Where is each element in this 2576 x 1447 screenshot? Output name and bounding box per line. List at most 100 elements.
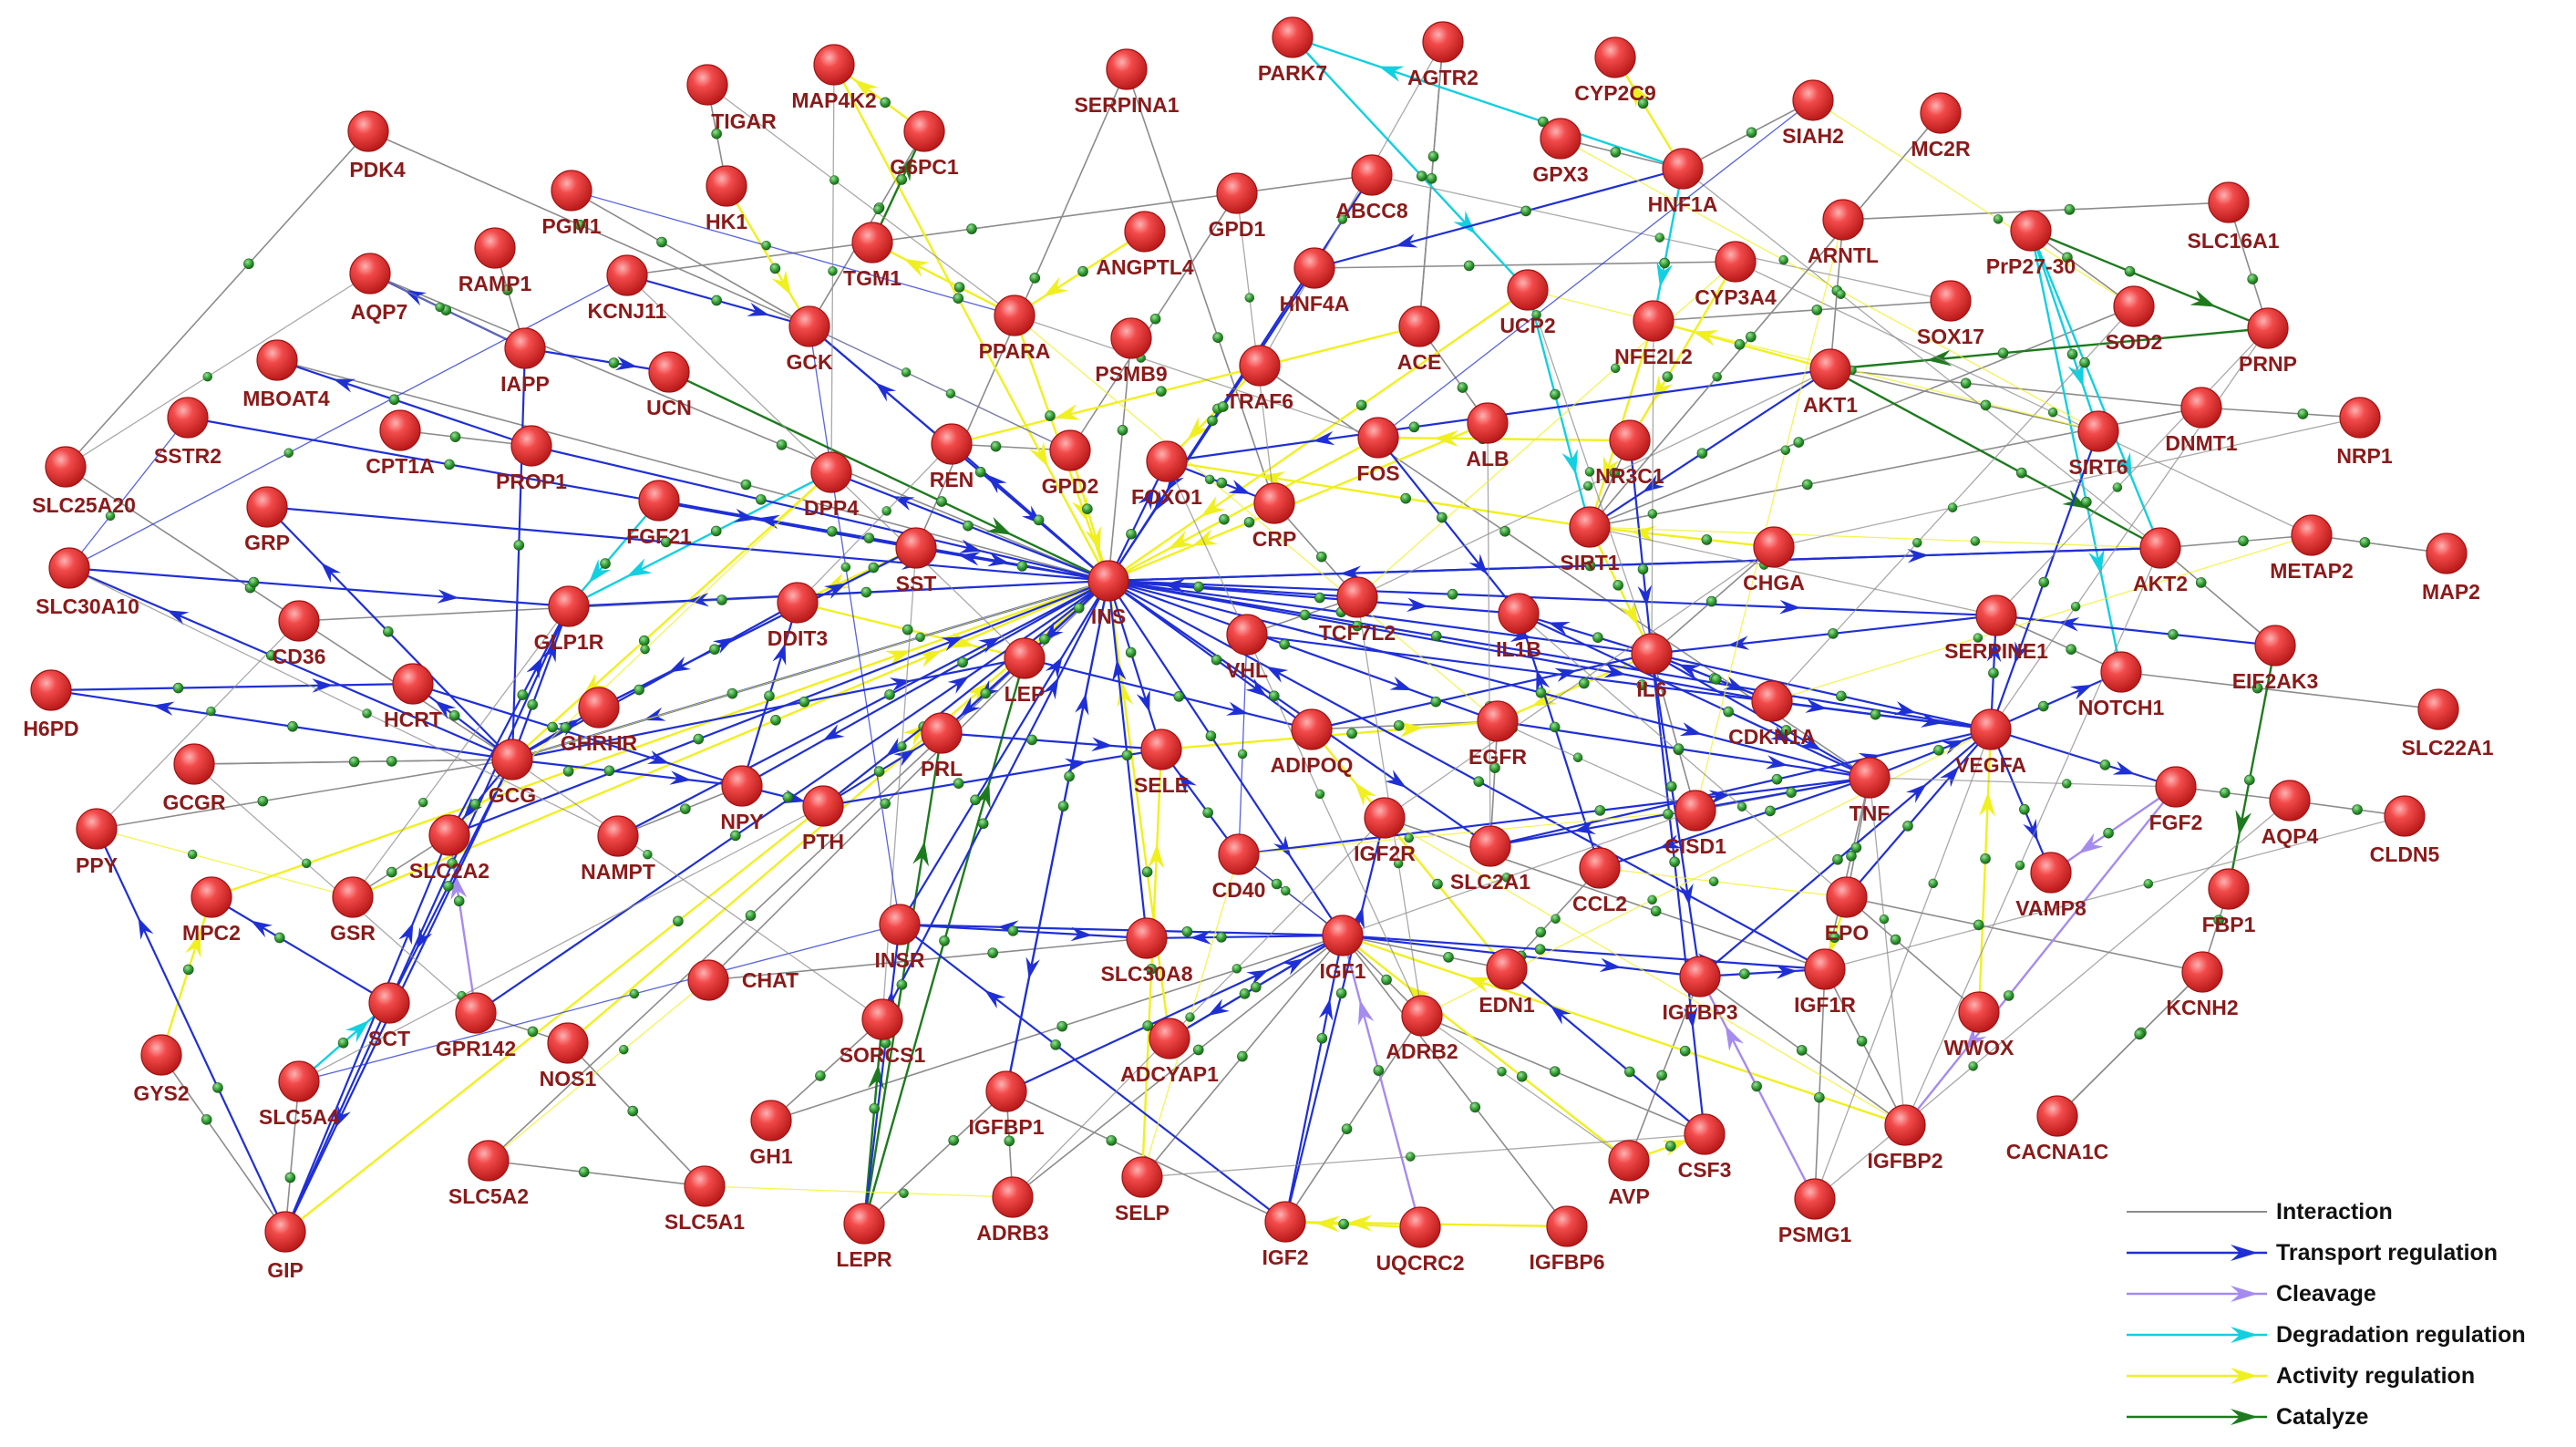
node-igfbp6[interactable]: IGFBP6: [1529, 1205, 1605, 1274]
node-abcc8[interactable]: ABCC8: [1335, 154, 1408, 222]
node-ball[interactable]: [1253, 482, 1295, 524]
node-ball[interactable]: [2247, 307, 2289, 349]
node-ball[interactable]: [861, 998, 903, 1040]
node-prnp[interactable]: PRNP: [2239, 307, 2297, 376]
node-avp[interactable]: AVP: [1608, 1140, 1650, 1208]
node-hnf1a[interactable]: HNF1A: [1648, 148, 1718, 216]
node-ball[interactable]: [1546, 1205, 1588, 1247]
node-hnf4a[interactable]: HNF4A: [1280, 247, 1350, 315]
node-fgf21[interactable]: FGF21: [626, 480, 692, 548]
node-slc5a4[interactable]: SLC5A4: [259, 1060, 339, 1129]
node-ball[interactable]: [48, 547, 90, 589]
node-ball[interactable]: [1140, 729, 1182, 770]
node-ball[interactable]: [994, 295, 1036, 336]
node-ball[interactable]: [851, 222, 893, 264]
node-ball[interactable]: [256, 339, 298, 381]
node-ball[interactable]: [1467, 402, 1509, 444]
node-cd36[interactable]: CD36: [273, 600, 326, 668]
node-gck[interactable]: GCK: [786, 305, 833, 374]
node-sirt1[interactable]: SIRT1: [1560, 506, 1620, 574]
node-ball[interactable]: [1751, 680, 1793, 722]
node-igf2r[interactable]: IGF2R: [1354, 797, 1416, 865]
node-ball[interactable]: [1804, 948, 1846, 990]
node-ball[interactable]: [1579, 847, 1621, 889]
node-ddit3[interactable]: DDIT3: [768, 582, 828, 650]
node-prop1[interactable]: PROP1: [496, 425, 567, 493]
node-ball[interactable]: [173, 743, 215, 785]
node-sst[interactable]: SST: [895, 527, 937, 595]
node-akt1[interactable]: AKT1: [1803, 348, 1858, 417]
node-notch1[interactable]: NOTCH1: [2078, 651, 2165, 719]
node-ball[interactable]: [1826, 876, 1868, 918]
node-ins[interactable]: INS: [1087, 560, 1129, 628]
node-fbp1[interactable]: FBP1: [2202, 868, 2256, 936]
node-metap2[interactable]: METAP2: [2270, 514, 2354, 583]
node-ball[interactable]: [810, 451, 852, 493]
node-ball[interactable]: [2339, 397, 2381, 439]
node-ball[interactable]: [721, 765, 763, 807]
node-sorcs1[interactable]: SORCS1: [840, 998, 926, 1067]
node-chat[interactable]: CHAT: [687, 959, 799, 1001]
node-grp[interactable]: GRP: [244, 486, 290, 554]
node-wwox[interactable]: WWOX: [1944, 991, 2014, 1059]
node-ball[interactable]: [547, 1022, 589, 1064]
node-ball[interactable]: [921, 712, 963, 754]
node-ball[interactable]: [1336, 576, 1378, 618]
node-nos1[interactable]: NOS1: [540, 1022, 597, 1090]
node-g6pc1[interactable]: G6PC1: [890, 110, 959, 179]
node-ball[interactable]: [76, 808, 118, 850]
node-ball[interactable]: [1087, 560, 1129, 602]
node-ace[interactable]: ACE: [1397, 305, 1442, 374]
node-ball[interactable]: [843, 1203, 885, 1245]
node-gcgr[interactable]: GCGR: [163, 743, 226, 814]
node-ball[interactable]: [428, 814, 470, 856]
node-ball[interactable]: [140, 1034, 182, 1076]
node-mboat4[interactable]: MBOAT4: [242, 339, 330, 410]
node-ball[interactable]: [1146, 440, 1188, 482]
node-ball[interactable]: [1792, 79, 1834, 121]
node-cisd1[interactable]: CISD1: [1664, 790, 1726, 858]
node-ball[interactable]: [1364, 797, 1406, 839]
node-ball[interactable]: [1809, 348, 1851, 390]
node-serpine1[interactable]: SERPINE1: [1944, 594, 2048, 663]
node-ball[interactable]: [1264, 1201, 1306, 1243]
node-ball[interactable]: [1633, 300, 1674, 342]
node-ball[interactable]: [895, 527, 937, 569]
node-angptl4[interactable]: ANGPTL4: [1096, 211, 1194, 279]
node-ball[interactable]: [1469, 825, 1511, 867]
node-ball[interactable]: [1753, 526, 1795, 568]
node-ball[interactable]: [2155, 766, 2197, 808]
node-vegfa[interactable]: VEGFA: [1955, 708, 2026, 777]
node-selp[interactable]: SELP: [1115, 1156, 1170, 1225]
node-fgf2[interactable]: FGF2: [2149, 766, 2203, 834]
node-ball[interactable]: [2208, 868, 2250, 910]
node-ball[interactable]: [597, 815, 639, 857]
node-ball[interactable]: [278, 1060, 320, 1102]
node-alb[interactable]: ALB: [1466, 402, 1510, 470]
node-adrb3[interactable]: ADRB3: [976, 1176, 1049, 1245]
node-ball[interactable]: [1794, 1178, 1836, 1220]
node-ball[interactable]: [686, 64, 728, 106]
node-ball[interactable]: [2384, 795, 2426, 837]
node-cldn5[interactable]: CLDN5: [2370, 795, 2440, 866]
node-ball[interactable]: [1684, 1113, 1726, 1155]
node-ucn[interactable]: UCN: [646, 351, 692, 419]
node-ball[interactable]: [1357, 417, 1399, 459]
node-ball[interactable]: [30, 669, 72, 711]
node-dpp4[interactable]: DPP4: [804, 451, 859, 520]
node-sox17[interactable]: SOX17: [1917, 280, 1984, 348]
node-slc25a20[interactable]: SLC25A20: [32, 446, 136, 517]
node-ball[interactable]: [2139, 527, 2181, 569]
node-ball[interactable]: [2180, 387, 2222, 429]
node-il6[interactable]: IL6: [1631, 633, 1673, 701]
node-sele[interactable]: SELE: [1134, 729, 1189, 797]
node-ball[interactable]: [638, 480, 680, 522]
node-ball[interactable]: [1126, 917, 1168, 959]
node-gcg[interactable]: GCG: [489, 739, 536, 807]
node-ball[interactable]: [332, 876, 374, 918]
node-ccl2[interactable]: CCL2: [1572, 847, 1627, 915]
node-ball[interactable]: [1975, 594, 2017, 636]
node-ren[interactable]: REN: [930, 423, 974, 491]
node-ball[interactable]: [246, 486, 288, 528]
node-ball[interactable]: [1004, 637, 1046, 679]
